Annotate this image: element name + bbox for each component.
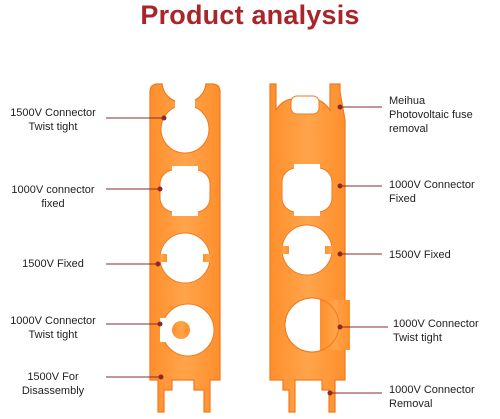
left-label-1500v-disassembly: 1500V For Disassembly	[0, 370, 106, 398]
label-line: Disassembly	[21, 385, 85, 397]
right-wrench-tool	[269, 83, 350, 413]
label-line: 1000V Connector	[10, 315, 96, 327]
right-label-1000v-twist-tight: 1000V Connector Twist tight	[393, 317, 479, 345]
label-line: 1500V Fixed	[22, 258, 84, 270]
label-line: 1500V For	[27, 371, 79, 383]
label-line: fixed	[41, 198, 65, 210]
right-label-1500v-fixed: 1500V Fixed	[389, 248, 451, 262]
label-line: 1000V Connector	[393, 318, 479, 330]
label-line: Meihua	[389, 95, 426, 107]
label-line: Twist tight	[28, 329, 78, 341]
left-leader-lines	[106, 115, 167, 380]
label-line: Removal	[389, 398, 433, 410]
label-line: 1000V connector	[11, 184, 95, 196]
right-leader-lines	[327, 104, 388, 396]
label-line: 1500V Fixed	[389, 249, 451, 261]
left-label-1500v-twist-tight: 1500V Connector Twist tight	[0, 106, 106, 134]
label-line: Twist tight	[28, 121, 78, 133]
label-line: Fixed	[389, 193, 416, 205]
left-label-1500v-fixed: 1500V Fixed	[0, 257, 106, 271]
right-label-fuse-removal: Meihua Photovoltaic fuse removal	[389, 94, 473, 136]
right-label-1000v-fixed: 1000V Connector Fixed	[389, 178, 475, 206]
label-line: 1500V Connector	[10, 107, 96, 119]
page-title: Product analysis	[140, 0, 360, 30]
left-label-1000v-twist-tight: 1000V Connector Twist tight	[0, 314, 106, 342]
left-label-1000v-fixed: 1000V connector fixed	[0, 183, 106, 211]
label-line: 1000V Connector	[389, 179, 475, 191]
label-line: Photovoltaic fuse	[389, 109, 473, 121]
label-line: removal	[389, 123, 429, 135]
label-line: Twist tight	[393, 332, 442, 344]
left-wrench-tool	[149, 83, 221, 413]
label-line: 1000V Connector	[389, 384, 475, 396]
right-label-1000v-removal: 1000V Connector Removal	[389, 383, 475, 411]
